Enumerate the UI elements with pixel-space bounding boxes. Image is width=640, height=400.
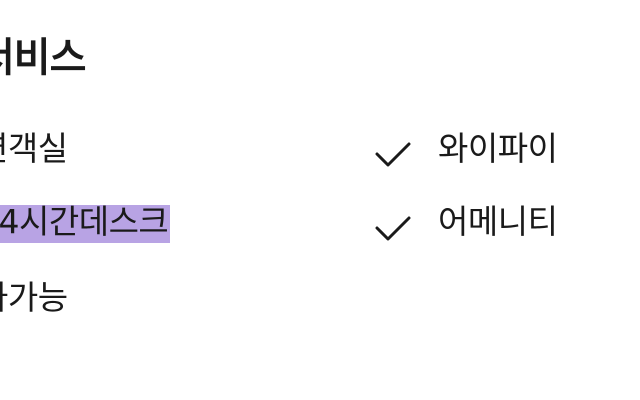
service-item-frontdesk[interactable]: 24시간데스크: [0, 202, 169, 241]
service-item-wifi: 와이파이: [438, 129, 558, 168]
text-selection-highlight: [0, 205, 170, 243]
check-icon: [375, 141, 411, 169]
section-title: 서비스: [0, 35, 86, 81]
check-icon: [375, 215, 411, 243]
service-item-available: 가가능: [0, 278, 68, 317]
service-item-amenity: 어메니티: [438, 202, 558, 241]
service-item-room: 연객실: [0, 129, 68, 168]
